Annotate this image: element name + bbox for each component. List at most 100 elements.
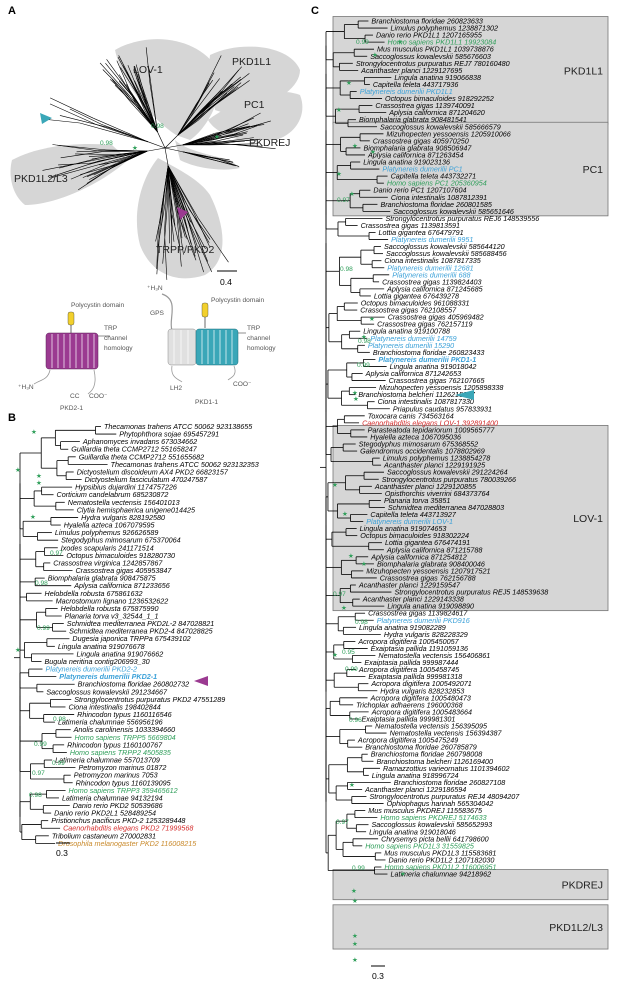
c-taxon-label: Latimeria chalumnae 94218962	[390, 870, 491, 879]
b-taxon-label: Tribolium castaneum 270002831	[52, 831, 156, 840]
star-c: ★	[352, 897, 358, 905]
c-taxon-label: Lingula anatina 919023136	[363, 158, 450, 167]
c-taxon-label: Lingula anatina 919018046	[369, 827, 456, 836]
star-c: ★	[336, 170, 342, 178]
pkd2-schematic: Polycystin domain TRP channel homology ⁺…	[18, 302, 133, 412]
star-c: ★	[349, 781, 355, 789]
pkd1-tm-gray	[167, 328, 197, 366]
trp-label-left-2: channel	[104, 335, 128, 342]
b-taxon-label: Latimeria chalumnae 94132194	[62, 793, 163, 802]
bootstrap-b: 0.97	[50, 550, 63, 557]
b-taxon-label: Pristionchus pacificus PKD-2 1253289448	[51, 816, 185, 825]
c-taxon-label: Branchiostoma floridae 260801585	[380, 200, 492, 209]
star-c: ★	[352, 389, 358, 397]
pkd1-c-tail	[227, 365, 236, 381]
star-c: ★	[346, 79, 352, 87]
c-taxon-label: Saccoglossus kowalevskii 585651646	[393, 207, 514, 216]
c-taxon-label: Ramazzottius varieornatus 1101394602	[383, 764, 510, 773]
star-c: ★	[372, 51, 378, 59]
c-taxon-label: Aplysia californica 871263454	[367, 150, 464, 159]
tree-c-branches	[320, 20, 392, 875]
star-c: ★	[352, 940, 358, 948]
c-taxon-label: Crassostrea gigas 762108557	[360, 306, 457, 315]
bootstrap-b: 0.98	[53, 716, 66, 723]
b-taxon-label: Schmidtea mediterranea PKD2-4 847028825	[69, 627, 213, 636]
c-taxon-label: Biomphalaria glabrata 908506947	[363, 143, 472, 152]
c-taxon-label: Acanthaster planci 1229159547	[358, 581, 461, 590]
clade-label-pkd1l1: PKD1L1	[232, 56, 271, 68]
c-taxon-label: Homo sapiens PC1 205360954	[387, 179, 487, 188]
c-taxon-label: Platynereis dumerilii 15290	[368, 341, 454, 350]
c-taxon-label: Branchiostoma floridae 260827108	[394, 778, 505, 787]
clade-shade-lov1	[115, 39, 220, 140]
b-taxon-label: Phytophthora sojae 695457291	[119, 430, 219, 439]
family-box	[332, 869, 609, 901]
c-taxon-label: Mizuhopecten yessoensis 1205898338	[379, 383, 503, 392]
panel-label-a: A	[8, 5, 16, 17]
b-taxon-label: Aphanomyces invadans 673034662	[82, 437, 197, 446]
c-taxon-label: Platynereis dumerilii 9951	[391, 235, 473, 244]
polycystin-domain-right	[201, 302, 209, 318]
bootstrap-b: 0.98	[29, 792, 42, 799]
family-label: PKDREJ	[562, 880, 603, 892]
c-taxon-label: Homo sapiens PKD1L3 31559825	[365, 841, 475, 850]
c-taxon-label: Lingula anatina 919100788	[363, 327, 450, 336]
c-taxon-label: Saccoglossus kowalevskii 585644120	[384, 242, 505, 251]
star-b: ★	[15, 646, 21, 654]
c-taxon-label: Octopus bimaculoides 918292252	[385, 94, 494, 103]
c-taxon-label: Biomphalaria glabrata 908481541	[359, 115, 467, 124]
star-c: ★	[349, 190, 355, 198]
bootstrap-c: 0.97	[337, 197, 350, 204]
c-taxon-label: Capitella teleta 443717936	[373, 80, 459, 89]
c-taxon-label: Acanthaster planci 1229191925	[383, 461, 486, 470]
b-taxon-label: Saccoglossus kowalevskii 291234667	[46, 687, 168, 696]
bootstrap-a-1: 0.98	[151, 123, 164, 130]
b-taxon-label: Schmidtea mediterranea PKD2L-2 847028821	[67, 619, 214, 628]
star-c: ★	[352, 142, 358, 150]
star-c: ★	[332, 481, 338, 489]
b-taxon-label: Lingula anatina 919076678	[58, 642, 145, 651]
radial-tree	[10, 39, 303, 280]
b-taxon-label: Danio rerio PKD2L1 528489254	[54, 809, 156, 818]
c-taxon-label: Chrysemys picta bellii 641798600	[381, 834, 488, 843]
c-taxon-label: Ciona intestinalis 1087817335	[384, 256, 481, 265]
family-box	[332, 424, 609, 612]
pkd2-cc: CC	[70, 393, 80, 400]
c-taxon-label: Platynereis dumerilii PKD1-1	[378, 355, 476, 364]
star-c: ★	[400, 870, 406, 878]
c-taxon-label: Danio rerio PC1 1207107604	[373, 186, 466, 195]
c-taxon-label: Capitella teleta 443713927	[370, 510, 457, 519]
pkd1-gps: GPS	[150, 310, 165, 317]
c-taxon-label: Trichoplax adhaerens 196000368	[356, 700, 463, 709]
b-taxon-label: Lingula anatina 919076662	[77, 649, 164, 658]
tree-b: Thecamonas trahens ATCC 50062 923138655P…	[14, 422, 259, 848]
b-taxon-label: Strongylocentrotus purpuratus PKD2 47551…	[74, 695, 225, 704]
panel-label-c: C	[311, 5, 319, 17]
star-b: ★	[30, 513, 36, 521]
c-taxon-label: Octopus bimaculoides 961088331	[361, 299, 470, 308]
b-taxon-label: Homo sapiens TRPP3 359465612	[69, 786, 178, 795]
b-taxon-label: Caenorhabditis elegans PKD2 71999568	[63, 824, 193, 833]
b-taxon-label: Ciona intestinalis 198402844	[68, 702, 160, 711]
family-label: LOV-1	[573, 513, 603, 525]
pkd2-helices	[51, 334, 95, 368]
bootstrap-c: 0.99	[357, 362, 370, 369]
pkd2-name: PKD2-1	[60, 405, 83, 412]
b-taxon-label: Ixodes scapularis 241171514	[61, 543, 154, 552]
pkd1-n-terminus: ⁺H₃N	[147, 285, 163, 292]
b-taxon-label: Octopus bimaculoides 918280730	[66, 551, 175, 560]
c-taxon-label: Lingula anatina 919066838	[394, 73, 481, 82]
c-taxon-label: Platynereis dumerilii 12681	[387, 263, 473, 272]
b-taxon-label: Hyalella azteca 1067079595	[64, 521, 156, 530]
bootstrap-c: 0.99	[352, 865, 365, 872]
c-taxon-label: Crassostrea gigas 405969482	[388, 313, 484, 322]
c-taxon-label: Saccoglossus kowalevskii 585666579	[380, 122, 501, 131]
c-taxon-label: Crassostrea gigas 1139740091	[375, 101, 474, 110]
pkd2-n-tail	[33, 369, 51, 385]
c-taxon-label: Lingula anatina 919098890	[387, 602, 474, 611]
b-taxon-label: Petromyzon marinus 7053	[74, 771, 158, 780]
c-taxon-label: Nematostella vectensis 156395095	[375, 722, 488, 731]
c-taxon-label: Homo sapiens PKD1L1 19923084	[388, 38, 497, 47]
b-taxon-label: Latimeria chalumnae 557013709	[55, 756, 160, 765]
